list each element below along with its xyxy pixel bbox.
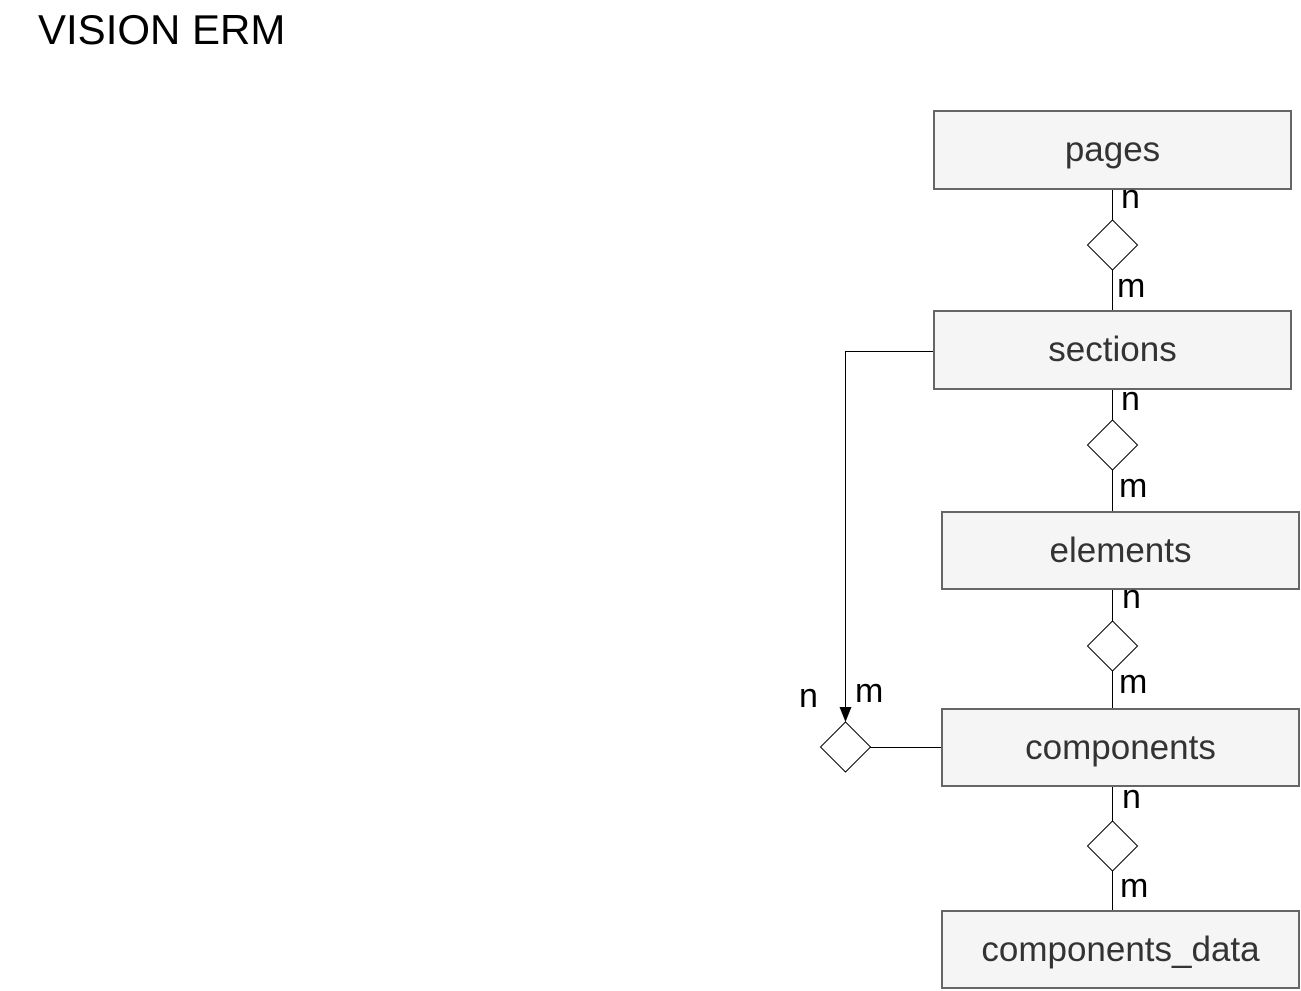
cardinality-label-components-m: m: [1119, 663, 1148, 701]
connector-sections-components-line: [845, 351, 933, 710]
cardinality-label-pages-n: n: [1121, 178, 1140, 216]
relationship-diamond-pages-sections: [1086, 219, 1139, 271]
cardinality-label-sections-m: m: [1117, 267, 1146, 305]
entity-pages: pages: [933, 110, 1292, 190]
relationship-diamond-sections-elements: [1086, 419, 1139, 471]
arrowhead-icon: [839, 707, 852, 722]
entity-sections: sections: [933, 310, 1292, 390]
entity-label: pages: [1064, 130, 1161, 169]
entity-components: components: [941, 708, 1300, 787]
entity-elements: elements: [941, 511, 1300, 590]
diagram-title: VISION ERM: [38, 6, 286, 53]
cardinality-label-side-m: m: [855, 672, 884, 710]
cardinality-label-componentsdata-m: m: [1120, 867, 1149, 905]
relationship-diamond-components-componentsdata: [1086, 820, 1139, 872]
cardinality-label-elements-m: m: [1119, 467, 1148, 505]
entity-label: elements: [1049, 530, 1192, 570]
cardinality-label-sections-n: n: [1121, 380, 1140, 418]
cardinality-label-components-n: n: [1122, 778, 1141, 816]
entity-label: sections: [1048, 330, 1177, 369]
cardinality-label-elements-n: n: [1122, 578, 1141, 616]
entity-label: components_data: [981, 929, 1260, 969]
entity-label: components: [1025, 727, 1216, 767]
entity-components-data: components_data: [941, 910, 1300, 989]
relationship-diamond-sections-components: [819, 721, 872, 773]
cardinality-label-side-n: n: [799, 677, 818, 715]
